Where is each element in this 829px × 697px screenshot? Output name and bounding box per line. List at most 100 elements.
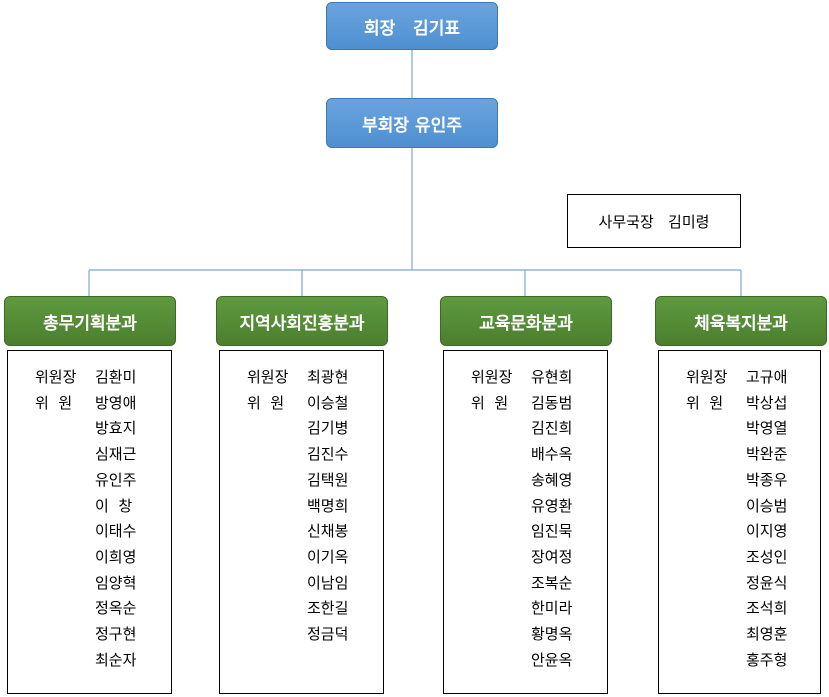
member-name: 박완준 — [746, 445, 788, 464]
member-name: 고규애 — [746, 368, 788, 386]
list-item: 이 창 — [8, 494, 171, 518]
list-item: 김진수 — [220, 442, 383, 466]
member-role-label: 위 원 — [471, 393, 509, 412]
list-item: 이기옥 — [220, 545, 383, 569]
member-name: 홍주형 — [746, 650, 788, 669]
chair-role-label: 위원장 — [35, 368, 77, 386]
member-name: 박종우 — [746, 470, 788, 489]
member-name: 방효지 — [95, 419, 137, 438]
member-role-label: 위 원 — [686, 393, 724, 412]
list-item: 안윤옥 — [444, 648, 607, 672]
list-item: 이희영 — [8, 545, 171, 569]
member-name: 김진희 — [531, 419, 573, 438]
member-name: 최광현 — [307, 368, 349, 386]
member-name: 임진묵 — [531, 522, 573, 541]
list-item: 최순자 — [8, 648, 171, 672]
president-node[interactable]: 회장 김기표 — [326, 2, 498, 50]
list-item: 위 원 방영애 — [8, 391, 171, 415]
list-item: 김기병 — [220, 416, 383, 440]
list-item: 위원장 최광현 — [220, 365, 383, 389]
chair-role-label: 위원장 — [686, 368, 728, 386]
vice-president-node[interactable]: 부회장 유인주 — [326, 98, 498, 148]
list-item: 임양혁 — [8, 571, 171, 595]
member-name: 황명옥 — [531, 625, 573, 643]
member-name: 김동범 — [531, 393, 573, 412]
member-name: 김진수 — [307, 445, 349, 464]
chair-role-label: 위원장 — [471, 368, 513, 386]
list-item: 이지영 — [659, 519, 820, 543]
list-item: 조복순 — [444, 571, 607, 595]
list-item: 위 원 이승철 — [220, 391, 383, 415]
committee-header-4[interactable]: 체육복지분과 — [655, 296, 827, 346]
list-item: 유영환 — [444, 494, 607, 518]
list-item: 임진묵 — [444, 519, 607, 543]
member-name: 박영열 — [746, 419, 788, 438]
member-name: 한미라 — [531, 599, 573, 618]
member-name: 정구현 — [95, 625, 137, 643]
member-name: 유인주 — [95, 470, 137, 489]
list-item: 최영훈 — [659, 622, 820, 646]
member-name: 임양혁 — [95, 573, 137, 592]
list-item: 심재근 — [8, 442, 171, 466]
member-name: 장여정 — [531, 547, 573, 566]
member-name: 이기옥 — [307, 547, 349, 566]
list-item: 김택원 — [220, 468, 383, 492]
list-item: 정윤식 — [659, 571, 820, 595]
member-name: 이승범 — [746, 496, 788, 515]
member-role-label: 위 원 — [247, 393, 285, 412]
committee-header-1[interactable]: 총무기획분과 — [4, 296, 176, 346]
list-item: 김진희 — [444, 416, 607, 440]
list-item: 위 원 김동범 — [444, 391, 607, 415]
member-name: 최순자 — [95, 650, 137, 669]
list-item: 이남임 — [220, 571, 383, 595]
member-name: 김환미 — [95, 368, 137, 386]
list-item: 신채봉 — [220, 519, 383, 543]
member-name: 방영애 — [95, 393, 137, 412]
committee-header-2[interactable]: 지역사회진흥분과 — [216, 296, 388, 346]
member-name: 안윤옥 — [531, 650, 573, 669]
member-name: 정금덕 — [307, 625, 349, 643]
member-name: 조한길 — [307, 599, 349, 618]
list-item: 조석희 — [659, 596, 820, 620]
list-item: 이승범 — [659, 494, 820, 518]
list-item: 조한길 — [220, 596, 383, 620]
member-name: 이희영 — [95, 547, 137, 566]
member-name: 배수옥 — [531, 445, 573, 464]
list-item: 정옥순 — [8, 596, 171, 620]
member-name: 최영훈 — [746, 625, 788, 643]
list-item: 박영열 — [659, 416, 820, 440]
list-item: 정금덕 — [220, 622, 383, 646]
member-name: 정옥순 — [95, 599, 137, 618]
member-name: 이 창 — [95, 496, 133, 515]
chair-role-label: 위원장 — [247, 368, 289, 386]
list-item: 유인주 — [8, 468, 171, 492]
list-item: 홍주형 — [659, 648, 820, 672]
list-item: 배수옥 — [444, 442, 607, 466]
member-name: 조복순 — [531, 573, 573, 592]
list-item: 이태수 — [8, 519, 171, 543]
list-item: 방효지 — [8, 416, 171, 440]
member-name: 김택원 — [307, 470, 349, 489]
member-name: 조성인 — [746, 547, 788, 566]
member-name: 이남임 — [307, 573, 349, 592]
secretary-general-box[interactable]: 사무국장 김미령 — [567, 194, 741, 248]
committee-header-3[interactable]: 교육문화분과 — [440, 296, 612, 346]
member-name: 이지영 — [746, 522, 788, 541]
list-item: 백명희 — [220, 494, 383, 518]
list-item: 장여정 — [444, 545, 607, 569]
list-item: 조성인 — [659, 545, 820, 569]
list-item: 위원장 김환미 — [8, 365, 171, 389]
member-name: 유영환 — [531, 496, 573, 515]
member-name: 이승철 — [307, 393, 349, 412]
member-name: 김기병 — [307, 419, 349, 438]
member-name: 유현희 — [531, 368, 573, 386]
list-item: 박종우 — [659, 468, 820, 492]
list-item: 황명옥 — [444, 622, 607, 646]
member-role-label: 위 원 — [35, 393, 73, 412]
member-name: 송혜영 — [531, 470, 573, 489]
